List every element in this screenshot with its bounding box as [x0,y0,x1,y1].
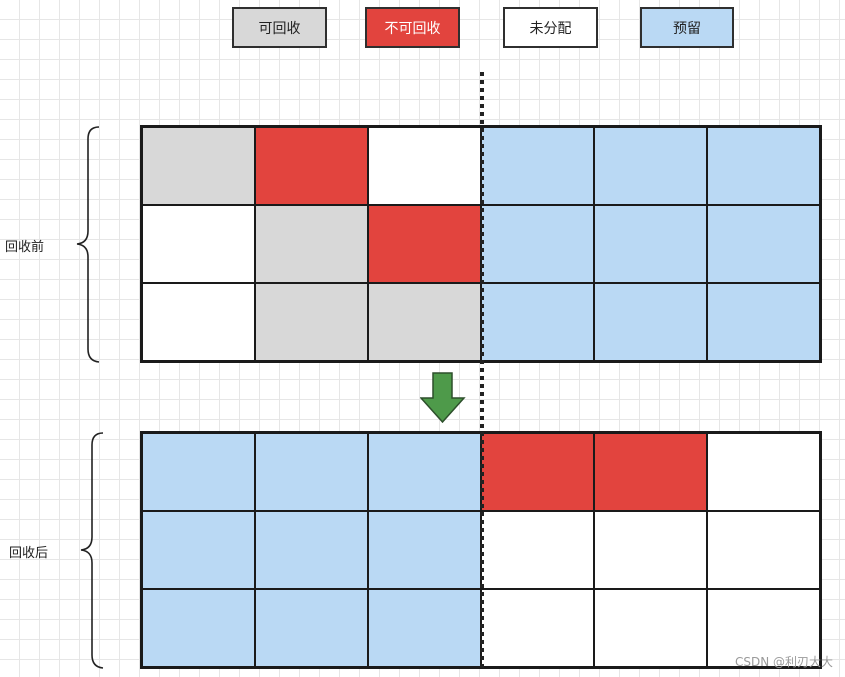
memory-region-cell [481,283,594,361]
region-divider-line [480,72,484,670]
before-brace [76,126,100,363]
memory-region-cell [594,511,707,589]
memory-region-cell [142,127,255,205]
memory-region-cell [255,511,368,589]
memory-region-cell [255,589,368,667]
memory-region-cell [481,205,594,283]
legend-reclaimable-label: 可回收 [258,20,301,37]
memory-region-cell [594,283,707,361]
memory-region-cell [481,433,594,511]
memory-region-cell [707,589,820,667]
memory-region-cell [368,433,481,511]
memory-region-cell [142,283,255,361]
memory-region-cell [594,433,707,511]
memory-region-cell [368,511,481,589]
memory-region-cell [707,205,820,283]
legend-unallocated: 未分配 [503,7,598,48]
after-brace [80,432,104,669]
memory-region-cell [594,205,707,283]
memory-region-cell [142,205,255,283]
legend-reserved: 预留 [640,7,734,48]
legend-unallocated-label: 未分配 [529,20,572,37]
before-label: 回收前 [5,240,45,255]
memory-region-cell [368,283,481,361]
legend-reserved-label: 预留 [673,20,701,37]
memory-region-cell [142,589,255,667]
memory-region-cell [142,433,255,511]
memory-region-cell [481,127,594,205]
memory-region-cell [594,127,707,205]
memory-region-cell [481,511,594,589]
legend-reclaimable: 可回收 [232,7,327,48]
after-memory-grid [140,431,822,669]
memory-region-cell [368,589,481,667]
memory-region-cell [368,205,481,283]
legend-non-reclaimable-label: 不可回收 [384,20,441,37]
memory-region-cell [707,511,820,589]
memory-region-cell [255,205,368,283]
memory-region-cell [707,433,820,511]
memory-region-cell [481,589,594,667]
memory-region-cell [707,127,820,205]
memory-region-cell [594,589,707,667]
memory-region-cell [255,127,368,205]
memory-region-cell [707,283,820,361]
watermark: CSDN @利刃大大 [734,655,833,669]
before-memory-grid [140,125,822,363]
after-label: 回收后 [9,546,49,561]
memory-region-cell [142,511,255,589]
memory-region-cell [368,127,481,205]
down-arrow-icon [420,372,466,424]
legend-non-reclaimable: 不可回收 [365,7,460,48]
memory-region-cell [255,433,368,511]
memory-region-cell [255,283,368,361]
